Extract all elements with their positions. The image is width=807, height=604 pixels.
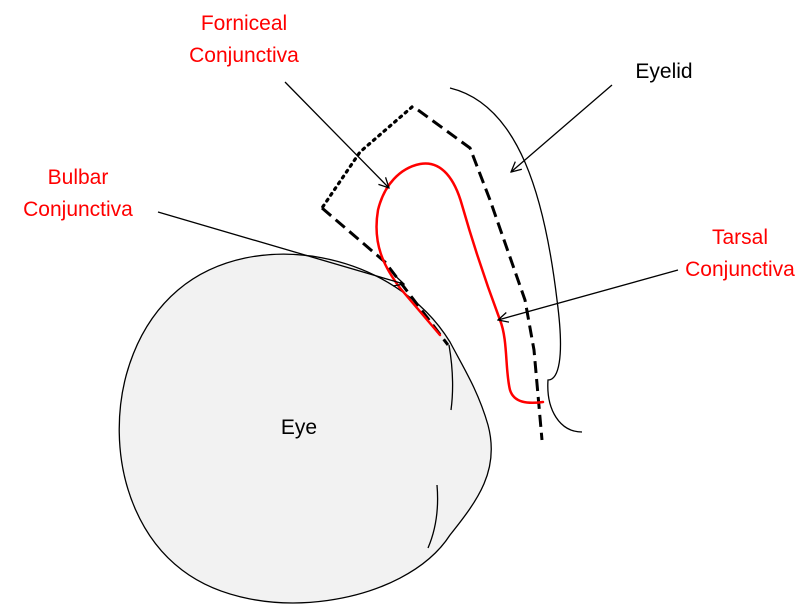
forniceal-arrow [285,82,389,188]
fornix-dotted-line [322,107,412,208]
forniceal-label-line1: Forniceal [201,12,287,35]
eye-label: Eye [281,416,317,439]
bulbar-label-line2: Conjunctiva [23,198,133,221]
tarsal-label-line2: Conjunctiva [685,258,795,281]
eyelid-arrow [511,85,612,172]
bulbar-label-line1: Bulbar [48,166,109,189]
forniceal-label-line2: Conjunctiva [189,44,299,67]
tarsal-label-line1: Tarsal [712,226,768,249]
tarsal-arrow [498,270,678,320]
eyelid-label: Eyelid [635,60,692,83]
